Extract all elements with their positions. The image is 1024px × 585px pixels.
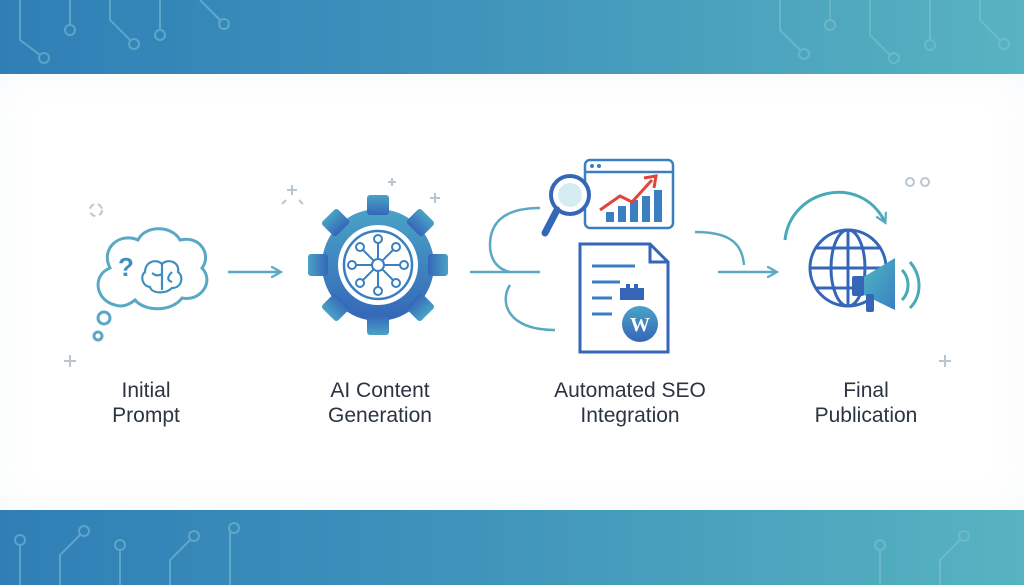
step-label-ai-content-generation: AI Content Generation — [290, 378, 470, 428]
step-4-line-2: Publication — [814, 404, 918, 427]
step-3-line-2: Integration — [580, 404, 680, 427]
document-icon: W — [578, 242, 670, 354]
megaphone-icon — [852, 258, 921, 312]
magnifier-icon — [541, 174, 591, 237]
step-2-line-1: AI Content — [330, 379, 430, 402]
svg-text:W: W — [630, 314, 650, 336]
sparkle-right-icon — [64, 355, 951, 367]
step-label-automated-seo-integration: Automated SEO Integration — [530, 378, 730, 428]
decor-circles-icon — [905, 177, 930, 187]
step-3-line-1: Automated SEO — [554, 379, 706, 402]
step-label-final-publication: Final Publication — [786, 378, 946, 428]
footer-circuit-band — [0, 510, 1024, 585]
circuit-pattern-bottom — [14, 522, 970, 585]
thought-bubble-brain-icon: ? — [89, 203, 209, 342]
seo-analytics-wordpress-icon: W — [488, 158, 675, 354]
step-1-line-2: Prompt — [112, 404, 180, 427]
step-4-line-1: Final — [843, 379, 889, 402]
bar-chart-icon — [606, 190, 662, 222]
globe-megaphone-icon — [64, 177, 951, 367]
sparkle-icon — [281, 178, 440, 205]
header-circuit-band — [0, 0, 1024, 74]
gear-network-icon — [308, 195, 448, 335]
step-2-line-2: Generation — [328, 404, 432, 427]
step-1-line-1: Initial — [121, 379, 171, 402]
arrow-3-curve — [694, 230, 746, 266]
brain-icon — [141, 260, 183, 294]
step-label-initial-prompt: Initial Prompt — [66, 378, 226, 428]
wordpress-icon — [622, 306, 658, 342]
svg-text:?: ? — [118, 252, 134, 282]
circuit-pattern-top — [19, 0, 1010, 64]
